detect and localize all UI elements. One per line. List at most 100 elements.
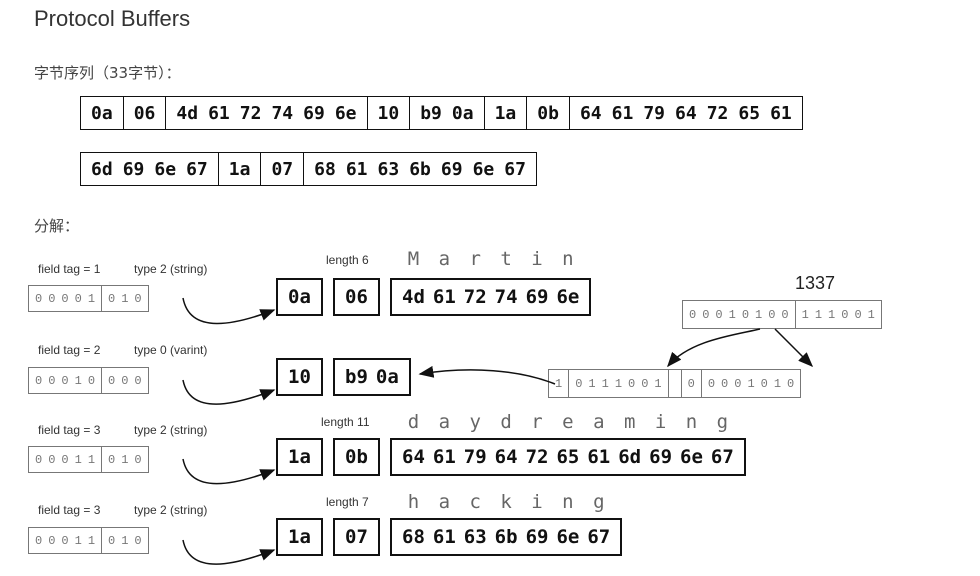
bit-cell: 1 [555,376,563,391]
ascii-letter: g [716,411,729,433]
value-byte: 6b [494,526,518,548]
value-byte: 67 [710,446,734,468]
decompose-label: 分解： [34,217,80,235]
ascii-letter: M [407,248,420,270]
bit-cell: 1 [74,533,82,548]
bit-cell: 0 [74,291,82,306]
bit-cell: 0 [715,307,723,322]
byte-cell: 69 [303,102,325,124]
byte-cell: 6e [154,158,177,180]
value-byte: 74 [494,286,518,308]
field-3-length-label: length 11 [321,415,370,429]
field-1-length-byte: 06 [345,286,368,308]
ascii-letter: h [407,491,420,513]
byte-group: 1a [219,153,262,185]
bit-cell: 1 [121,452,129,467]
bit-cell: 0 [641,376,649,391]
value-byte: 72 [525,446,549,468]
bit-cell: 1 [121,291,129,306]
value-byte: 61 [432,286,456,308]
bit-cell: 1 [121,533,129,548]
byte-cell: 79 [643,102,665,124]
value-byte: 69 [649,446,673,468]
value-byte: 67 [587,526,611,548]
ascii-letter: r [531,411,543,433]
byte-cell: 10 [377,102,400,124]
byte-cell: 64 [579,102,602,124]
field-2-type-label: type 0 (varint) [134,343,208,357]
bit-cell: 1 [814,307,823,322]
byte-cell: 69 [122,158,145,180]
ascii-letter: c [469,491,481,513]
ascii-letter: e [562,411,574,433]
value-byte: 61 [432,446,456,468]
field-2-tag-byte-box: 10 [276,358,323,396]
bit-cell: 0 [48,291,56,306]
value-byte: b9 [345,366,368,388]
value-byte: 69 [525,526,549,548]
value-byte: 0a [375,366,399,388]
field-3-tag-label: field tag = 3 [38,423,101,437]
byte-cell: 63 [377,158,400,180]
field-1-tag-label: field tag = 1 [38,262,101,276]
field-1-tag-arrow [182,297,276,325]
value-byte: 69 [525,286,549,308]
byte-cell: 0b [537,102,559,124]
ascii-letter: i [654,411,667,433]
field-2-tag-byte: 10 [288,366,311,388]
field-4-length-byte: 07 [345,526,368,548]
field-3-tag-byte-box: 1a [276,438,323,476]
byte-cell: 0a [91,102,113,124]
bit-cell: 0 [87,373,96,388]
ascii-letter: a [438,248,451,270]
value-byte: 6d [618,446,642,468]
byte-cell: 67 [504,158,526,180]
bit-cell: 0 [61,533,69,548]
byte-cell: 6e [472,158,495,180]
byte-cell: 65 [738,102,761,124]
bit-cell: 0 [741,307,750,322]
byte-group: 10 [368,97,411,129]
bit-cell: 1 [747,376,755,391]
byte-group: 06 [124,97,167,129]
bit-cell: 1 [773,376,782,391]
ascii-letter: k [500,491,512,513]
byte-cell: 61 [345,158,368,180]
field-3-tag-byte: 1a [288,446,311,468]
byte-group: 07 [261,153,305,185]
ascii-letter: y [469,411,481,433]
bit-cell: 0 [61,452,69,467]
bit-cell: 0 [108,373,116,388]
bit-cell: 0 [768,307,776,322]
byte-group: 0b [527,97,570,129]
ascii-letter: r [469,248,481,270]
ascii-letter: g [593,491,605,513]
bit-cell: 0 [35,452,43,467]
field-4-length-byte-box: 07 [333,518,380,556]
ascii-letter: a [438,491,451,513]
ascii-letter: t [500,248,512,270]
bit-cell: 1 [601,376,609,391]
field-2-value-box: b9 0a [333,358,411,396]
ascii-letter: m [623,411,636,433]
byte-cell: 0a [451,102,474,124]
bit-cell: 0 [781,307,789,322]
bit-cell: 0 [48,533,56,548]
varint-to-bytes-arrow [418,365,556,385]
bit-cell: 0 [48,452,56,467]
field-2-tag-label: field tag = 2 [38,343,101,357]
byte-cell: 1a [494,102,517,124]
byte-cell: 72 [239,102,262,124]
value-byte: 63 [463,526,487,548]
